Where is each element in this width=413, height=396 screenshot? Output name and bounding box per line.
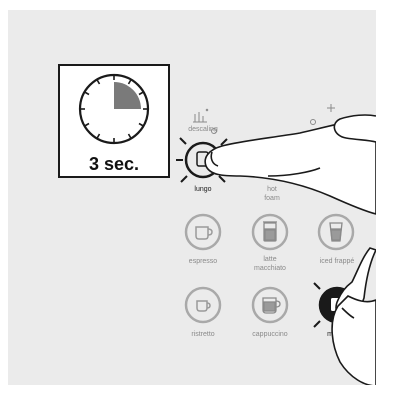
milk-label: m (323, 331, 337, 339)
hot-foam-label-1: hot (255, 186, 289, 194)
timer-callout: 3 sec. (58, 64, 170, 178)
hot-foam-label-2: foam (255, 195, 289, 203)
cappuccino-button[interactable] (253, 288, 287, 322)
descaling-label: descaling (180, 126, 226, 134)
iced-frappe-button[interactable] (319, 215, 353, 249)
espresso-button[interactable] (186, 215, 220, 249)
latte-label-1: latte (245, 256, 295, 264)
iced-frappe-label: iced frappé (312, 258, 362, 266)
latte-label-2: macchiato (245, 265, 295, 273)
timer-label: 3 sec. (60, 154, 168, 174)
latte-macchiato-button[interactable] (253, 215, 287, 249)
ristretto-label: ristretto (180, 331, 226, 339)
ristretto-button[interactable] (186, 288, 220, 322)
cappuccino-label: cappuccino (245, 331, 295, 339)
lungo-label: lungo (183, 186, 223, 194)
clock-icon (60, 66, 168, 156)
espresso-label: espresso (180, 258, 226, 266)
